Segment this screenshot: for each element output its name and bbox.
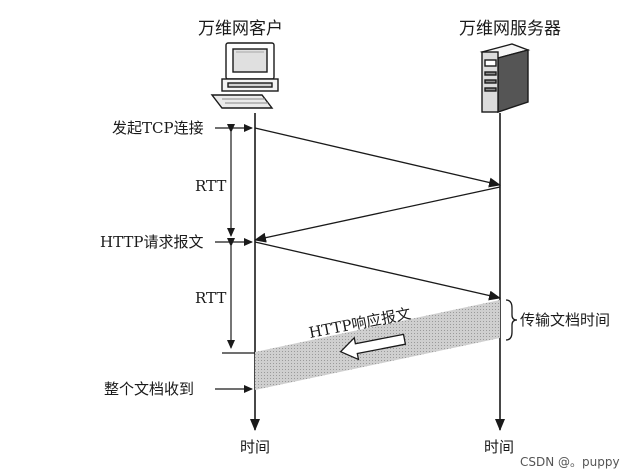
- tcp-ack-arrow: [254, 186, 501, 243]
- http-request-label: HTTP请求报文: [100, 233, 203, 251]
- server-title: 万维网服务器: [459, 19, 561, 39]
- transfer-time-label: 传输文档时间: [520, 311, 610, 329]
- rtt-1-label: RTT: [195, 177, 226, 195]
- tcp-connect-label: 发起TCP连接: [112, 119, 204, 137]
- rtt-2-label: RTT: [195, 289, 226, 307]
- transfer-time-brace: [505, 299, 518, 341]
- desktop-computer-icon: [210, 42, 279, 109]
- client-time-label: 时间: [240, 438, 270, 456]
- server-tower-icon: [479, 43, 531, 113]
- tcp-syn-arrow: [254, 127, 501, 188]
- server-time-label: 时间: [484, 438, 514, 456]
- http-request-arrow: [254, 241, 501, 301]
- doc-received-label: 整个文档收到: [104, 380, 194, 398]
- client-title: 万维网客户: [198, 19, 283, 39]
- watermark: CSDN @。puppy: [520, 455, 620, 469]
- left-arrow-icon: [339, 333, 407, 361]
